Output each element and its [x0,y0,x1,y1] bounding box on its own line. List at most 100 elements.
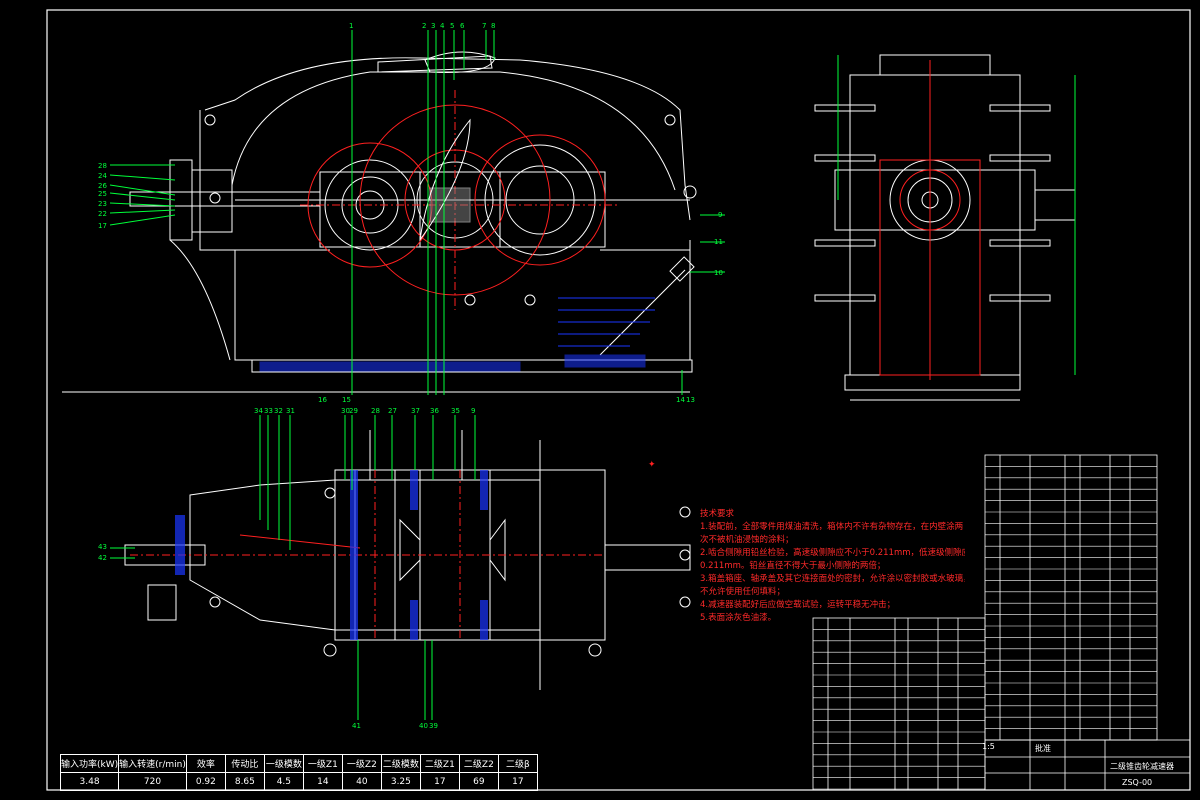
parts-rows-right [985,466,1157,741]
svg-text:41: 41 [352,722,361,730]
param-value: 14 [302,772,343,791]
param-header: 一级Z1 [302,754,343,773]
svg-text:13: 13 [686,396,695,404]
svg-text:11: 11 [714,238,723,246]
svg-text:30: 30 [341,407,350,415]
housing-left-curve [169,239,231,361]
svg-text:39: 39 [429,722,438,730]
tech-note-line: 次不被机油浸蚀的涂料； [700,535,794,545]
svg-text:22: 22 [98,210,107,218]
svg-text:9: 9 [718,211,722,219]
param-value: 17 [419,772,460,791]
input-shaft [129,191,321,207]
top-view-hatch [175,470,488,640]
svg-text:33: 33 [264,407,273,415]
side-view-dims [837,55,1076,375]
tech-notes-heading: 技术要求 [700,509,735,519]
svg-text:7: 7 [482,22,486,30]
shaft-section-hatch [429,187,471,223]
param-value: 720 [118,772,187,791]
svg-text:9: 9 [471,407,475,415]
svg-text:5: 5 [450,22,454,30]
right-bearing-boss [499,171,606,248]
top-view-red [130,470,605,640]
svg-text:43: 43 [98,543,107,551]
param-value: 0.92 [185,772,226,791]
param-header: 二级模数 [380,754,421,773]
housing-outer-arc [231,71,676,191]
title-block-frame [984,739,1191,791]
drawing-frame [46,9,1191,791]
tech-note-line: 2.啮合侧隙用铅丝检验，高速级侧隙应不小于0.211mm，低速级侧隙应不小于 [700,548,965,558]
title-block-approve: 批准 [1035,744,1051,753]
param-header: 一级Z2 [341,754,382,773]
tech-note-line: 1.装配前，全部零件用煤油清洗，箱体内不许有杂物存在，在内壁涂两 [700,522,964,532]
param-value: 8.65 [224,772,265,791]
base-rail [251,359,693,373]
svg-text:10: 10 [714,269,723,277]
param-header: 传动比 [224,754,265,773]
side-output-shaft [1034,189,1076,221]
svg-text:26: 26 [98,182,107,190]
parts-rows-bottom [813,629,985,790]
parameter-header-row: 输入功率(kW) 输入转速(r/min) 效率 传动比 一级模数 一级Z1 一级… [59,754,538,773]
svg-text:6: 6 [460,22,465,30]
side-view-red [879,60,981,380]
side-housing [849,74,1021,376]
tech-note-line: 4.减速器装配好后应做空载试验，运转平稳无冲击； [700,600,896,610]
svg-text:3: 3 [431,22,435,30]
svg-text:15: 15 [342,396,351,404]
svg-text:28: 28 [98,162,107,170]
svg-text:40: 40 [419,722,428,730]
front-view [62,51,697,393]
svg-text:42: 42 [98,554,107,562]
svg-text:✦: ✦ [648,460,656,470]
svg-text:23: 23 [98,200,107,208]
top-view [124,430,691,690]
tech-note-line: 5.表面涂灰色油漆。 [700,613,777,623]
param-header: 效率 [185,754,226,773]
svg-text:14: 14 [676,396,685,404]
bevel-gear-outline [419,118,471,241]
svg-text:27: 27 [388,407,397,415]
housing-cover-outline [204,57,691,221]
svg-text:29: 29 [349,407,358,415]
svg-text:4: 4 [440,22,445,30]
left-bearing-boss [319,171,421,248]
param-header: 二级β [497,754,538,773]
technical-requirements: 技术要求 1.装配前，全部零件用煤油清洗，箱体内不许有杂物存在，在内壁涂两 次不… [700,508,965,625]
svg-text:32: 32 [274,407,283,415]
param-value: 17 [497,772,538,791]
oil-gauge-rod [599,269,686,356]
top-view-leaders [110,415,476,720]
param-value: 69 [458,772,499,791]
tech-note-line: 0.211mm。铅丝直径不得大于最小侧隙的两倍； [700,561,886,571]
bearing-right-outer [484,144,596,256]
title-block-scale: 1:5 [982,742,995,751]
inspection-cover [377,55,493,73]
param-header: 一级模数 [263,754,304,773]
tech-note-line: 3.箱盖箱座、轴承盖及其它连接面处的密封，允许涂以密封胶或水玻璃， [700,574,965,584]
svg-text:37: 37 [411,407,420,415]
parts-list-right [984,454,1158,741]
param-header: 输入转速(r/min) [118,754,187,773]
svg-text:8: 8 [491,22,495,30]
parts-list-bottom [812,617,986,791]
front-view-leaders [109,30,725,395]
param-header: 二级Z2 [458,754,499,773]
svg-text:28: 28 [371,407,380,415]
hatch-sections [259,297,655,372]
housing-body [199,110,691,361]
title-block-drawing-code: ZSQ-00 [1122,778,1153,787]
svg-text:35: 35 [451,407,460,415]
svg-text:1: 1 [349,22,353,30]
parameter-table: 输入功率(kW) 输入转速(r/min) 效率 传动比 一级模数 一级Z1 一级… [59,754,538,791]
svg-text:34: 34 [254,407,263,415]
svg-text:16: 16 [318,396,327,404]
tech-note-line: 不允许使用任何填料； [700,587,786,597]
side-view [814,54,1076,401]
svg-text:17: 17 [98,222,107,230]
